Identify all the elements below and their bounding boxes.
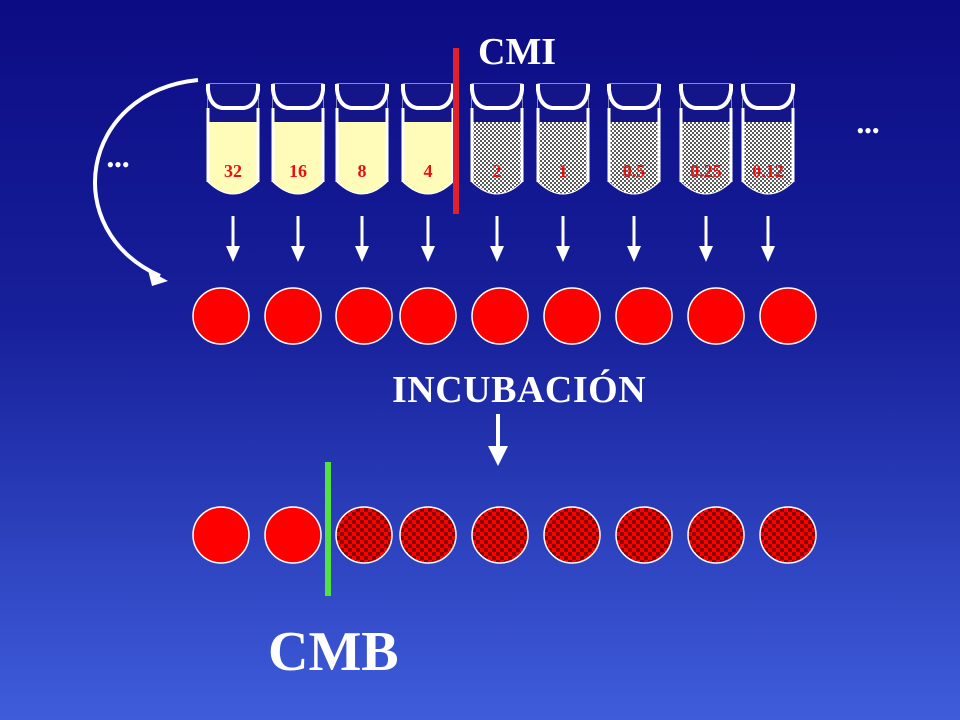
plate-with-colonies — [759, 506, 817, 564]
ellipsis-right: ••• — [856, 118, 879, 143]
tube-concentration-label: 8 — [358, 161, 367, 181]
test-tube: 1 — [536, 83, 590, 195]
down-arrow-icon — [490, 216, 504, 262]
test-tube: 0.25 — [679, 83, 733, 195]
agar-plate — [615, 287, 673, 345]
agar-plate — [543, 287, 601, 345]
tube-concentration-label: 4 — [424, 161, 433, 181]
test-tube: 2 — [470, 83, 524, 195]
plate-with-colonies — [543, 506, 601, 564]
agar-plate — [264, 287, 322, 345]
test-tube: 4 — [401, 83, 455, 195]
curved-return-arrow-icon — [93, 78, 199, 286]
plate-with-colonies — [471, 506, 529, 564]
cmb-label: CMB — [268, 621, 399, 683]
tube-concentration-label: 0.12 — [752, 161, 784, 181]
down-arrow-row — [226, 216, 775, 262]
down-arrow-icon — [761, 216, 775, 262]
agar-plate — [471, 287, 529, 345]
plate-with-colonies — [399, 506, 457, 564]
test-tube: 0.12 — [741, 83, 795, 195]
plate-with-colonies — [615, 506, 673, 564]
ellipsis-left: ••• — [106, 152, 129, 177]
agar-plate — [759, 287, 817, 345]
plate-with-colonies — [335, 506, 393, 564]
incubation-label: INCUBACIÓN — [392, 369, 647, 411]
down-arrow-icon — [421, 216, 435, 262]
plate-row-after — [192, 506, 817, 564]
tube-concentration-label: 16 — [289, 161, 307, 181]
down-arrow-icon — [699, 216, 713, 262]
tube-concentration-label: 2 — [493, 161, 502, 181]
plate-no-growth — [192, 506, 250, 564]
test-tube: 8 — [335, 83, 389, 195]
agar-plate — [192, 287, 250, 345]
tube-row: 32 16 8 4 2 1 0.5 0.25 0.12 — [206, 83, 795, 195]
down-arrow-icon — [627, 216, 641, 262]
tube-concentration-label: 32 — [224, 161, 242, 181]
cmi-label: CMI — [478, 31, 557, 73]
down-arrow-icon — [226, 216, 240, 262]
plate-with-colonies — [687, 506, 745, 564]
plate-no-growth — [264, 506, 322, 564]
down-arrow-icon — [556, 216, 570, 262]
down-arrow-icon — [488, 414, 508, 466]
test-tube: 16 — [271, 83, 325, 195]
agar-plate — [399, 287, 457, 345]
test-tube: 0.5 — [607, 83, 661, 195]
agar-plate — [335, 287, 393, 345]
down-arrow-icon — [291, 216, 305, 262]
tube-concentration-label: 0.25 — [690, 161, 722, 181]
down-arrow-icon — [355, 216, 369, 262]
test-tube: 32 — [206, 83, 260, 195]
tube-concentration-label: 1 — [559, 161, 568, 181]
tube-concentration-label: 0.5 — [623, 161, 646, 181]
plate-row-before — [192, 287, 817, 345]
agar-plate — [687, 287, 745, 345]
